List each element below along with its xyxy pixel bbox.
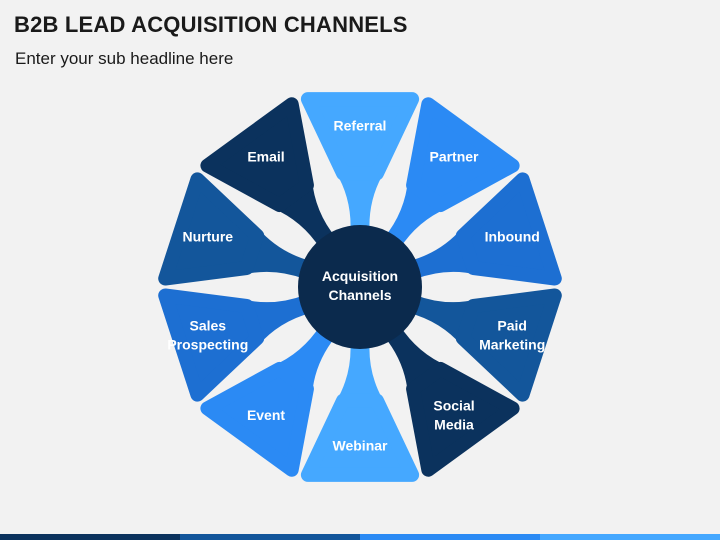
center-label: Channels bbox=[328, 287, 391, 303]
petal-label: Partner bbox=[429, 148, 479, 164]
petal-referral bbox=[300, 92, 420, 181]
petal-social-media bbox=[406, 362, 520, 477]
page-subtitle: Enter your sub headline here bbox=[15, 49, 234, 68]
center-hub bbox=[298, 225, 422, 349]
footer-bar-segment bbox=[180, 534, 360, 540]
petal-email bbox=[200, 97, 314, 212]
footer-bar-segment bbox=[540, 534, 720, 540]
connector-stem bbox=[335, 171, 385, 233]
petal-label: Paid bbox=[497, 318, 527, 334]
petal-label: Webinar bbox=[333, 438, 389, 454]
petal-label: Event bbox=[247, 407, 285, 423]
petal-label: Sales bbox=[190, 318, 227, 334]
petal-label: Prospecting bbox=[167, 337, 248, 353]
petal-label: Media bbox=[434, 417, 474, 433]
connector-stem bbox=[335, 341, 385, 403]
petal-label: Referral bbox=[334, 118, 387, 134]
petal-label: Email bbox=[247, 148, 284, 164]
petal-group bbox=[158, 92, 562, 482]
footer-bar-segment bbox=[360, 534, 540, 540]
petal-label: Social bbox=[433, 398, 474, 414]
footer-bar-segment bbox=[0, 534, 180, 540]
petal-partner bbox=[406, 97, 520, 212]
petal-label: Marketing bbox=[479, 337, 545, 353]
petal-webinar bbox=[300, 393, 420, 482]
petal-nurture bbox=[158, 172, 265, 286]
footer-color-bar bbox=[0, 534, 720, 540]
petal-inbound bbox=[455, 172, 562, 286]
page-title: B2B LEAD ACQUISITION CHANNELS bbox=[14, 12, 408, 37]
petal-paid-marketing bbox=[455, 288, 562, 402]
petal-sales-prospecting bbox=[158, 288, 265, 402]
petal-label: Inbound bbox=[485, 228, 540, 244]
petal-event bbox=[200, 362, 314, 477]
petal-label: Nurture bbox=[183, 228, 234, 244]
center-label: Acquisition bbox=[322, 268, 398, 284]
